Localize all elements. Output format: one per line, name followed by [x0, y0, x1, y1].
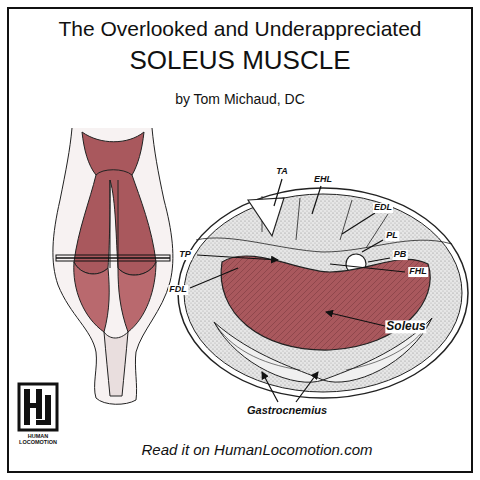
muscle-label: FHL — [408, 267, 428, 277]
muscle-label: FDL — [168, 285, 188, 295]
muscle-label: PB — [393, 250, 408, 260]
leader-lines — [190, 179, 405, 402]
title: The Overlooked and Underappreciated — [0, 17, 480, 40]
soleus-muscle — [221, 256, 430, 350]
cross-section — [178, 188, 468, 398]
muscle-label: EDL — [373, 203, 393, 213]
byline: by Tom Michaud, DC — [0, 92, 480, 107]
tibia — [248, 198, 284, 236]
muscle-label: Soleus — [385, 320, 426, 333]
muscle-label: TA — [275, 167, 288, 177]
cut-band — [56, 255, 170, 261]
logo-text: HUMAN LOCOMOTION — [16, 434, 60, 446]
leg-drawing — [53, 128, 173, 404]
subtitle: SOLEUS MUSCLE — [0, 46, 480, 75]
frame — [8, 8, 472, 472]
muscle-label: EHL — [313, 175, 333, 185]
caption: Read it on HumanLocomotion.com — [17, 442, 480, 459]
muscle-label: Gastrocnemius — [246, 404, 328, 416]
logo-mark — [19, 384, 57, 430]
muscle-label: TP — [178, 250, 192, 260]
cut-line — [56, 257, 170, 259]
muscle-label: PL — [385, 231, 399, 241]
